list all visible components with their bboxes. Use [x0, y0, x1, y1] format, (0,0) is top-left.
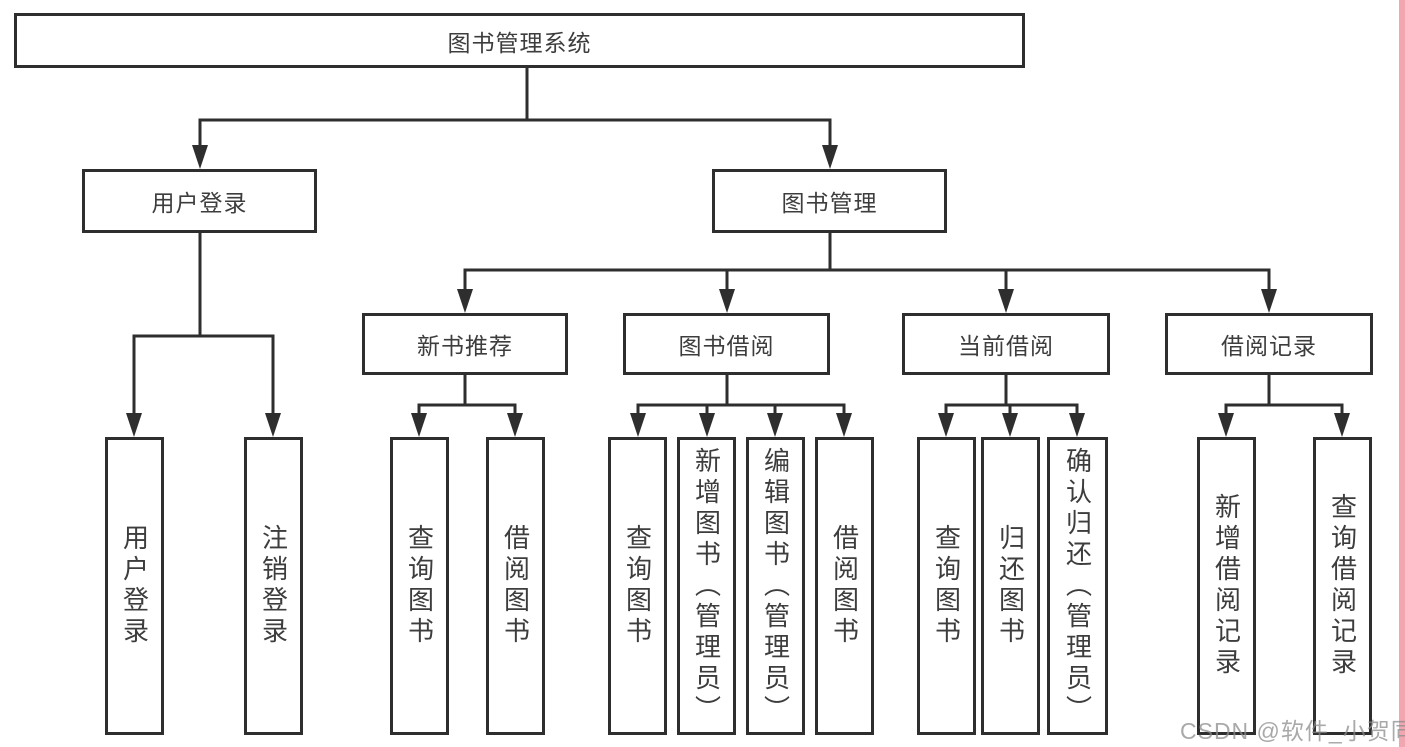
node-new-book-recommendation-label: 新书推荐: [417, 333, 513, 359]
leaf-borrow-edit-books-admin: 编辑图书（管理员）: [746, 437, 805, 735]
arrowheads: [126, 145, 1350, 437]
node-book-management: 图书管理: [712, 169, 947, 233]
csdn-watermark: CSDN @软件_小贺同学: [1180, 718, 1405, 744]
leaf-records-query-borrow-record: 查询借阅记录: [1313, 437, 1372, 735]
node-root: 图书管理系统: [14, 13, 1025, 68]
leaf-newrec-query-books: 查询图书: [390, 437, 449, 735]
leaf-records-query-borrow-record-label: 查询借阅记录: [1327, 493, 1358, 679]
leaf-user-login: 用户登录: [105, 437, 164, 735]
leaf-newrec-borrow-books-label: 借阅图书: [500, 524, 531, 648]
leaf-user-login-label: 用户登录: [119, 524, 150, 648]
leaf-current-query-books-label: 查询图书: [931, 524, 962, 648]
node-new-book-recommendation: 新书推荐: [362, 313, 568, 375]
leaf-logout-login-label: 注销登录: [258, 524, 289, 648]
leaf-current-query-books: 查询图书: [917, 437, 976, 735]
node-current-borrowing-label: 当前借阅: [958, 333, 1054, 359]
node-user-login-label: 用户登录: [151, 190, 248, 216]
node-borrowing-records-label: 借阅记录: [1221, 333, 1317, 359]
leaf-borrow-query-books: 查询图书: [608, 437, 667, 735]
leaf-current-return-books: 归还图书: [981, 437, 1040, 735]
leaf-borrow-add-books-admin-label: 新增图书（管理员）: [691, 446, 722, 726]
leaf-newrec-borrow-books: 借阅图书: [486, 437, 545, 735]
leaf-current-return-books-label: 归还图书: [995, 524, 1026, 648]
node-user-login: 用户登录: [82, 169, 317, 233]
leaf-borrow-borrow-books-label: 借阅图书: [829, 524, 860, 648]
leaf-newrec-query-books-label: 查询图书: [404, 524, 435, 648]
leaf-borrow-borrow-books: 借阅图书: [815, 437, 874, 735]
right-edge-strip: [1399, 0, 1405, 747]
leaf-current-confirm-return-admin: 确认归还（管理员）: [1047, 437, 1108, 735]
node-root-label: 图书管理系统: [447, 29, 592, 56]
node-current-borrowing: 当前借阅: [902, 313, 1110, 375]
node-book-management-label: 图书管理: [781, 190, 878, 216]
leaf-current-confirm-return-admin-label: 确认归还（管理员）: [1062, 446, 1093, 726]
node-book-borrowing-label: 图书借阅: [678, 333, 775, 359]
leaf-records-add-borrow-record-label: 新增借阅记录: [1211, 493, 1242, 679]
leaf-borrow-edit-books-admin-label: 编辑图书（管理员）: [760, 446, 791, 726]
node-borrowing-records: 借阅记录: [1165, 313, 1373, 375]
leaf-records-add-borrow-record: 新增借阅记录: [1197, 437, 1256, 735]
leaf-logout-login: 注销登录: [244, 437, 303, 735]
leaf-borrow-query-books-label: 查询图书: [622, 524, 653, 648]
node-book-borrowing: 图书借阅: [623, 313, 830, 375]
leaf-borrow-add-books-admin: 新增图书（管理员）: [677, 437, 736, 735]
